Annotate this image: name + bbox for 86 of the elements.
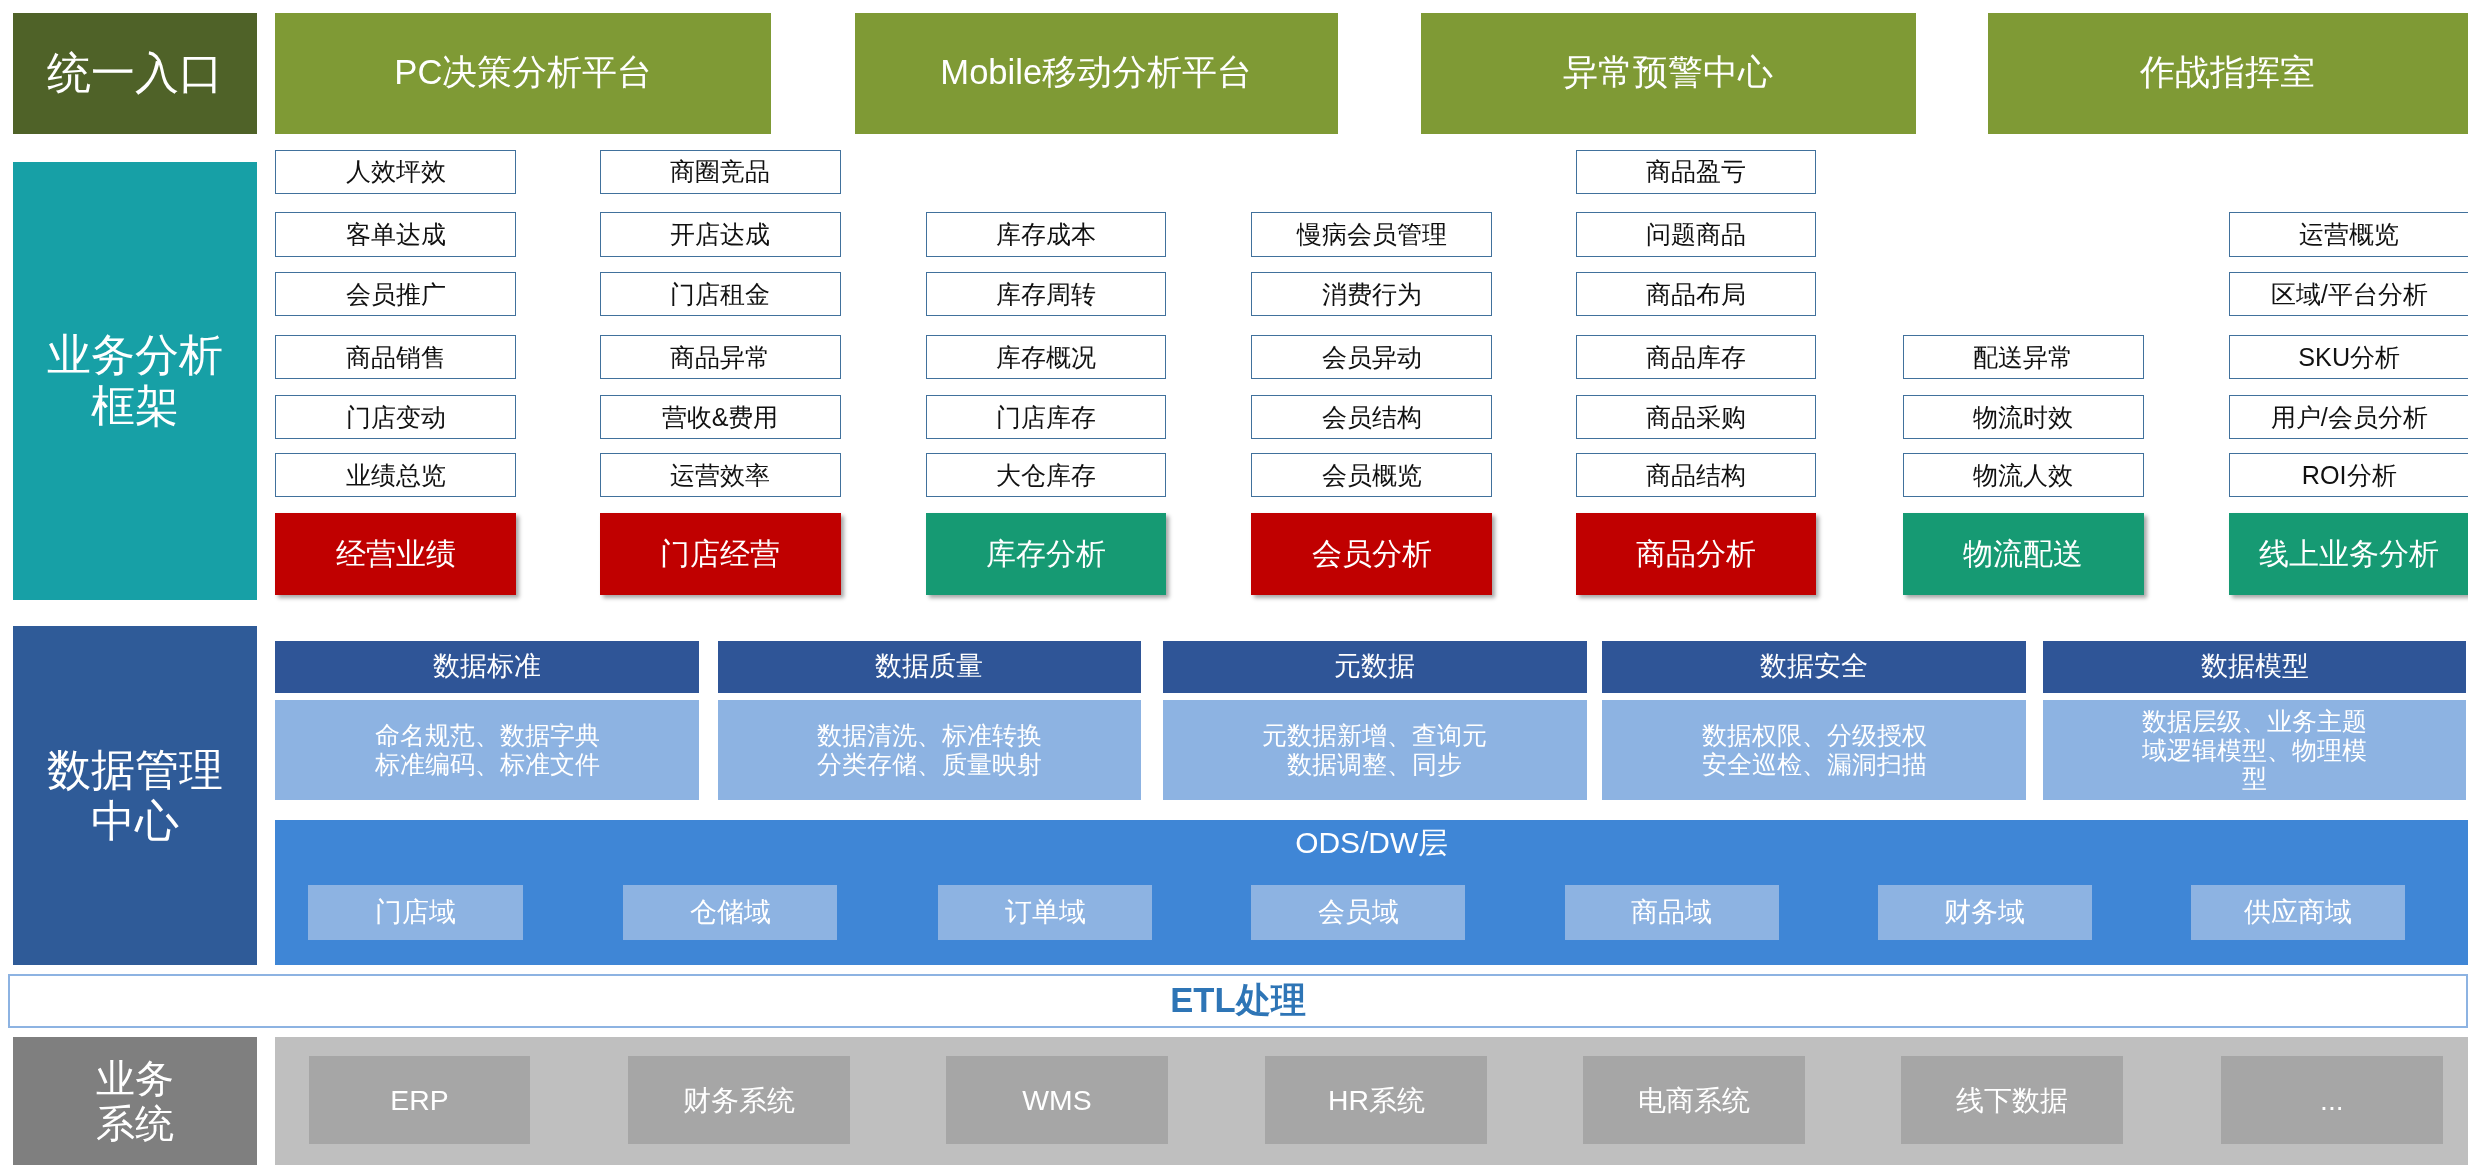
topic-box: 商品异常 bbox=[599, 335, 841, 380]
platform-box: 异常预警中心 bbox=[1421, 12, 1916, 134]
section-body-text: 数据层级、业务主题域逻辑模型、物理模型 bbox=[2141, 706, 2369, 794]
system-box: WMS bbox=[945, 1056, 1168, 1145]
topic-box: 配送异常 bbox=[1902, 335, 2144, 380]
domain-box: 订单域 bbox=[938, 884, 1153, 940]
topic-box: 运营效率 bbox=[599, 453, 841, 498]
topic-box: 商品布局 bbox=[1575, 272, 1817, 317]
domain-box: 供应商域 bbox=[2191, 884, 2406, 940]
topic-box: 门店租金 bbox=[599, 272, 841, 317]
category-box: 商品分析 bbox=[1575, 513, 1817, 595]
band-title: ODS/DW层 bbox=[1295, 826, 1449, 861]
topic-box: 库存成本 bbox=[925, 212, 1167, 257]
topic-box: 人效坪效 bbox=[275, 149, 517, 194]
topic-box: 商品采购 bbox=[1575, 395, 1817, 440]
domain-box: 门店域 bbox=[308, 884, 523, 940]
section-panel bbox=[1163, 700, 1587, 800]
layer-band bbox=[275, 820, 2468, 965]
row-header-text: 业务系统 bbox=[94, 1055, 175, 1147]
topic-box: 会员推广 bbox=[275, 272, 517, 317]
topic-box: 物流时效 bbox=[1902, 395, 2144, 440]
section-panel bbox=[1602, 700, 2026, 800]
section-header: 数据质量 bbox=[717, 640, 1142, 693]
topic-box: 会员异动 bbox=[1251, 335, 1493, 380]
topic-box: 门店变动 bbox=[275, 395, 517, 440]
topic-box: 开店达成 bbox=[599, 212, 841, 257]
topic-box: 商品库存 bbox=[1575, 335, 1817, 380]
row-panel bbox=[12, 162, 257, 600]
system-box: 电商系统 bbox=[1583, 1056, 1806, 1145]
row-header: 统一入口 bbox=[12, 12, 257, 134]
topic-box: 物流人效 bbox=[1902, 453, 2144, 498]
platform-box: PC决策分析平台 bbox=[275, 12, 772, 134]
section-body-text: 数据权限、分级授权安全巡检、漏洞扫描 bbox=[1700, 721, 1928, 779]
topic-box: 慢病会员管理 bbox=[1251, 212, 1493, 257]
system-box: ... bbox=[2220, 1056, 2443, 1145]
topic-box: 商圈竞品 bbox=[599, 149, 841, 194]
system-box: 线下数据 bbox=[1901, 1056, 2124, 1145]
domain-box: 商品域 bbox=[1564, 884, 1779, 940]
topic-box: 用户/会员分析 bbox=[2228, 395, 2468, 440]
section-panel bbox=[275, 700, 699, 800]
section-header: 数据标准 bbox=[275, 640, 699, 693]
domain-box: 会员域 bbox=[1251, 884, 1466, 940]
section-panel bbox=[717, 700, 1142, 800]
section-body-text: 数据清洗、标准转换分类存储、质量映射 bbox=[815, 721, 1043, 779]
section-body-text: 命名规范、数据字典标准编码、标准文件 bbox=[373, 721, 601, 779]
topic-box: 会员概览 bbox=[1251, 453, 1493, 498]
domain-box: 财务域 bbox=[1877, 884, 2092, 940]
topic-box: SKU分析 bbox=[2228, 335, 2468, 380]
row-panel bbox=[12, 1037, 257, 1165]
topic-box: 区域/平台分析 bbox=[2228, 272, 2468, 317]
category-box: 物流配送 bbox=[1902, 513, 2144, 595]
topic-box: 消费行为 bbox=[1251, 272, 1493, 317]
topic-box: 运营概览 bbox=[2228, 212, 2468, 257]
topic-box: 商品销售 bbox=[275, 335, 517, 380]
category-box: 库存分析 bbox=[925, 513, 1167, 595]
topic-box: 营收&费用 bbox=[599, 395, 841, 440]
category-box: 会员分析 bbox=[1251, 513, 1493, 595]
domain-box: 仓储域 bbox=[623, 884, 838, 940]
topic-box: 库存周转 bbox=[925, 272, 1167, 317]
topic-box: 大仓库存 bbox=[925, 453, 1167, 498]
topic-box: 商品结构 bbox=[1575, 453, 1817, 498]
system-box: 财务系统 bbox=[628, 1056, 850, 1145]
topic-box: 门店库存 bbox=[925, 395, 1167, 440]
row-header-text: 数据管理中心 bbox=[45, 744, 224, 847]
system-box: ERP bbox=[308, 1056, 531, 1145]
platform-box: 作战指挥室 bbox=[1987, 12, 2468, 134]
section-header: 数据安全 bbox=[1602, 640, 2026, 693]
category-box: 门店经营 bbox=[599, 513, 841, 595]
topic-box: 问题商品 bbox=[1575, 212, 1817, 257]
topic-box: ROI分析 bbox=[2228, 453, 2468, 498]
topic-box: 商品盈亏 bbox=[1575, 149, 1817, 194]
row-header-text: 业务分析框架 bbox=[45, 330, 224, 432]
section-header: 数据模型 bbox=[2043, 640, 2467, 693]
section-header: 元数据 bbox=[1163, 640, 1587, 693]
category-box: 经营业绩 bbox=[275, 513, 517, 595]
topic-box: 客单达成 bbox=[275, 212, 517, 257]
process-band: ETL处理 bbox=[7, 974, 2468, 1028]
section-panel bbox=[2043, 700, 2467, 800]
topic-box: 业绩总览 bbox=[275, 453, 517, 498]
system-box: HR系统 bbox=[1265, 1056, 1488, 1145]
topic-box: 库存概况 bbox=[925, 335, 1167, 380]
section-body-text: 元数据新增、查询元数据调整、同步 bbox=[1261, 721, 1489, 779]
topic-box: 会员结构 bbox=[1251, 395, 1493, 440]
row-panel bbox=[12, 626, 257, 965]
category-box: 线上业务分析 bbox=[2228, 513, 2468, 595]
platform-box: Mobile移动分析平台 bbox=[854, 12, 1338, 134]
